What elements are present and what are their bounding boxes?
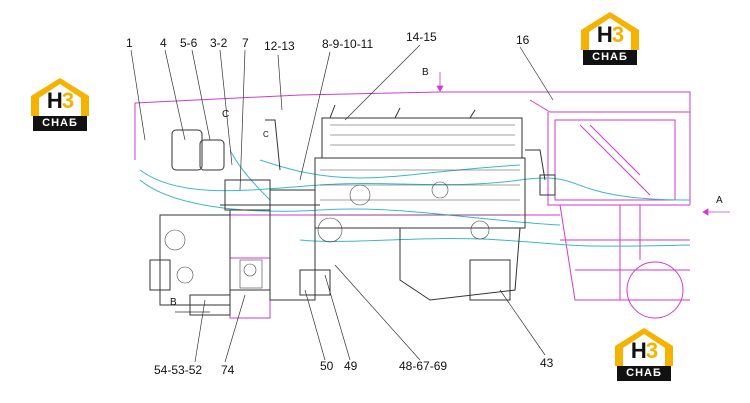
view-label-b-top: B <box>422 67 429 78</box>
filter-right <box>199 139 225 171</box>
logo-mark: Н3 <box>46 88 74 113</box>
callout-50: 50 <box>320 359 334 373</box>
callout-8-9-10-11: 8-9-10-11 <box>322 37 374 51</box>
callout-43: 43 <box>540 356 554 370</box>
pipe-run-1 <box>139 169 691 201</box>
callout-54-53-52: 54-53-52 <box>154 363 203 377</box>
callout-48-67-69: 48-67-69 <box>399 359 448 373</box>
filter-left <box>171 129 203 171</box>
pipe-run-3 <box>259 159 521 179</box>
callout-7: 7 <box>242 36 249 50</box>
logo-bottom-right: Н3 СНАБ <box>613 326 675 382</box>
hood-outline <box>134 91 691 205</box>
logo-brand-text: СНАБ <box>617 366 671 381</box>
logo-house-icon <box>31 78 89 116</box>
view-label-c-small: C <box>263 130 269 139</box>
fan-circle <box>626 261 684 319</box>
engine-block <box>314 157 526 229</box>
logo-brand-text: СНАБ <box>33 116 87 131</box>
callout-5-6: 5-6 <box>180 36 198 50</box>
oil-pan <box>399 227 521 301</box>
logo-mark: Н3 <box>630 338 658 363</box>
radiator-box <box>554 119 676 201</box>
logo-left: Н3 СНАБ <box>29 76 91 132</box>
logo-house-icon <box>615 328 673 366</box>
callout-49: 49 <box>344 359 358 373</box>
view-label-a: A <box>716 195 723 206</box>
pipe-run-2 <box>139 179 561 226</box>
logo-house-icon <box>581 12 639 50</box>
logo-top-right: Н3 СНАБ <box>579 10 641 66</box>
callout-1: 1 <box>126 36 133 50</box>
callout-4: 4 <box>160 36 167 50</box>
callout-14-15: 14-15 <box>406 30 437 44</box>
cylinder-head <box>321 117 523 159</box>
callout-12-13: 12-13 <box>264 39 295 53</box>
callout-16: 16 <box>516 33 530 47</box>
callout-3-2: 3-2 <box>210 36 228 50</box>
logo-mark: Н3 <box>596 22 624 47</box>
logo-brand-text: СНАБ <box>583 50 637 65</box>
view-label-c: C <box>222 109 230 120</box>
view-label-b-left: B <box>170 297 177 308</box>
gearbox <box>229 209 271 291</box>
callout-74: 74 <box>221 363 235 377</box>
